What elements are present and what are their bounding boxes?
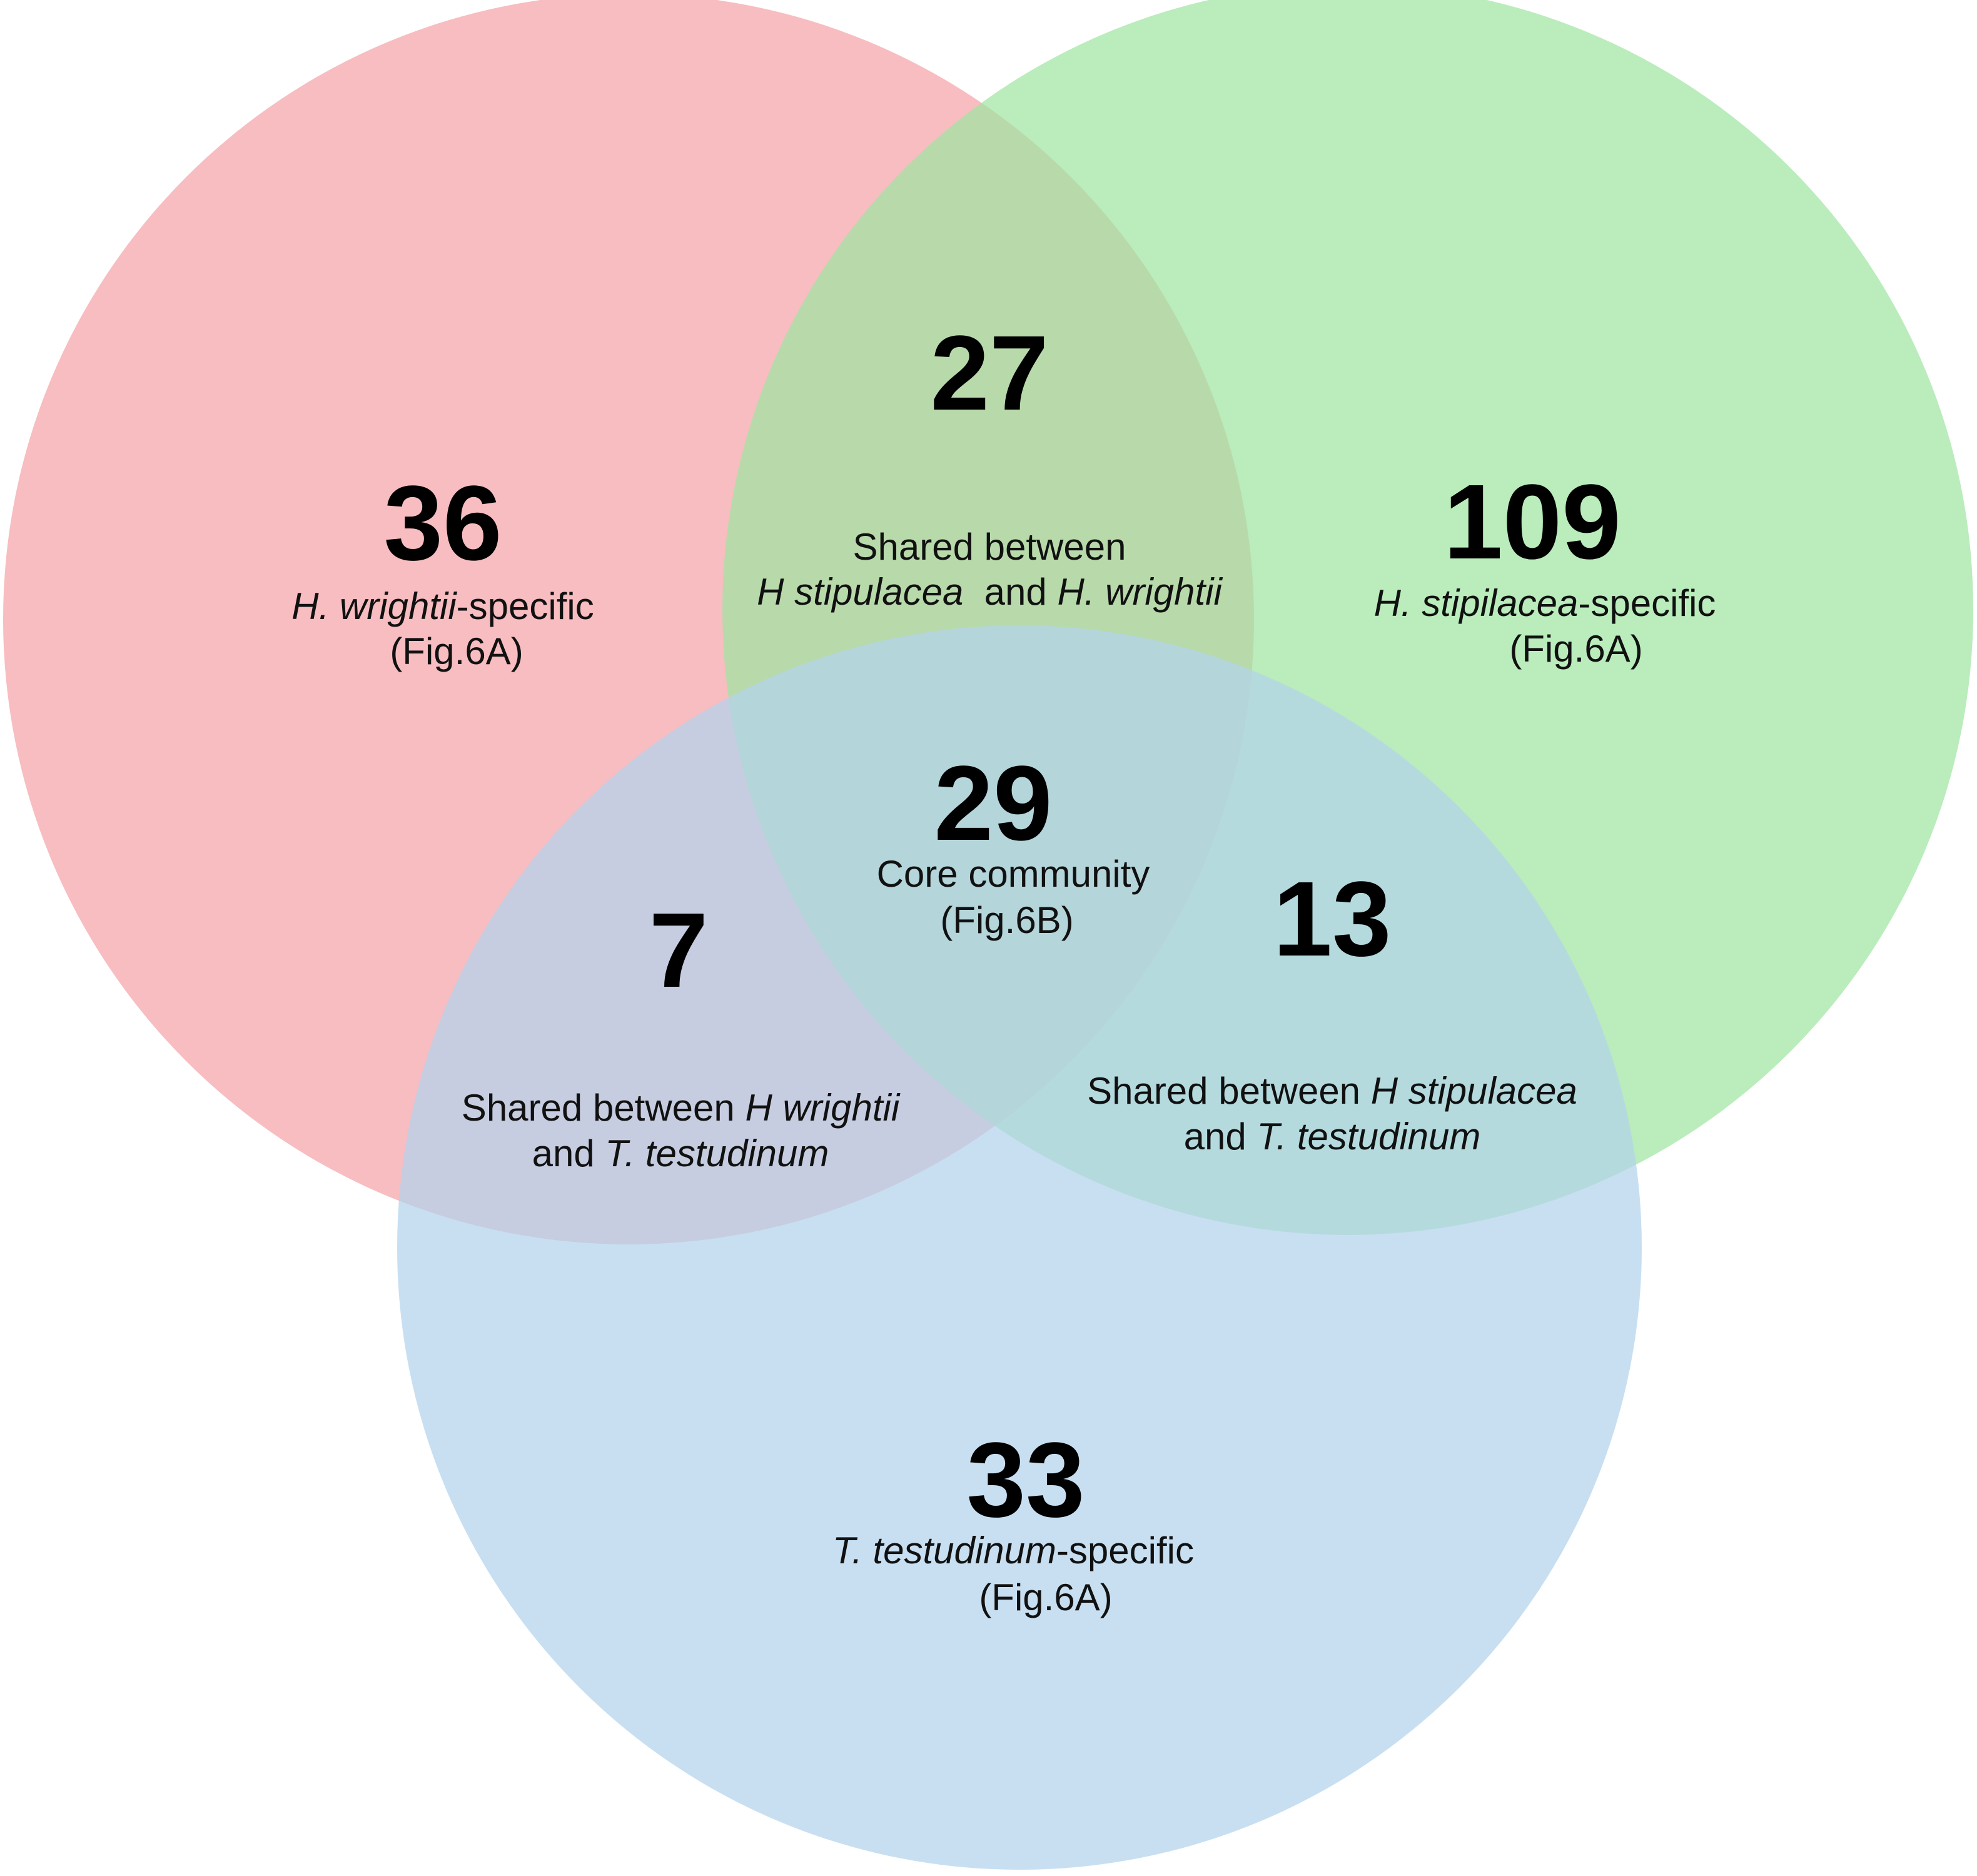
count-core: 29	[934, 744, 1052, 863]
label-segment: (Fig.6A)	[390, 630, 523, 672]
region-h-wrightii-only: 36 H. wrightii-specific (Fig.6A)	[291, 464, 594, 672]
label-core-line2: (Fig.6B)	[940, 899, 1073, 941]
label-segment: (Fig.6A)	[1509, 628, 1642, 670]
region-h-wrightii-h-stipulacea: 27 Shared between H stipulacea and H. wr…	[757, 314, 1223, 613]
region-t-testudinum-only: 33 T. testudinum-specific (Fig.6A)	[832, 1421, 1194, 1618]
circle-t-testudinum	[397, 625, 1642, 1870]
label-h-wrightii-t-testudinum-line1: Shared between H wrightii	[462, 1087, 901, 1129]
label-segment: (Fig.6A)	[979, 1576, 1112, 1618]
label-segment: and	[1184, 1116, 1257, 1157]
label-segment: H. wrightii	[1057, 571, 1223, 613]
label-segment: Core community	[877, 853, 1150, 895]
label-h-wrightii-only-line2: (Fig.6A)	[390, 630, 523, 672]
label-segment: H. wrightii	[291, 585, 457, 627]
region-h-stipulacea-t-testudinum: 13 Shared between H stipulacea and T. te…	[1087, 860, 1577, 1157]
label-h-stipulacea-t-testudinum-line1: Shared between H stipulacea	[1087, 1070, 1577, 1112]
label-segment: T. testudinum	[1256, 1116, 1480, 1157]
region-h-stipulacea-only: 109 H. stipilacea-specific (Fig.6A)	[1374, 463, 1716, 670]
region-core: 29 Core community (Fig.6B)	[877, 744, 1150, 941]
set-circles	[3, 0, 1973, 1870]
label-segment: and	[532, 1132, 605, 1174]
label-h-wrightii-t-testudinum-line2: and T. testudinum	[532, 1132, 829, 1174]
label-segment: H wrightii	[745, 1087, 900, 1129]
label-segment: H stipulacea	[757, 571, 963, 613]
count-t-testudinum-only: 33	[966, 1421, 1085, 1540]
label-segment: T. testudinum	[832, 1530, 1056, 1571]
label-segment: (Fig.6B)	[940, 899, 1073, 941]
count-h-wrightii-only: 36	[383, 464, 502, 583]
label-segment: -specific	[1578, 582, 1716, 624]
count-h-wrightii-t-testudinum: 7	[649, 891, 709, 1010]
label-segment: -specific	[457, 585, 594, 627]
count-h-wrightii-h-stipulacea: 27	[930, 314, 1048, 433]
label-t-testudinum-only-line1: T. testudinum-specific	[832, 1530, 1194, 1571]
label-segment: T. testudinum	[605, 1132, 829, 1174]
label-segment: Shared between	[853, 526, 1126, 568]
label-h-stipulacea-t-testudinum-line2: and T. testudinum	[1184, 1116, 1481, 1157]
label-core-line1: Core community	[877, 853, 1150, 895]
label-segment: and	[963, 571, 1057, 613]
label-h-stipulacea-only-line1: H. stipilacea-specific	[1374, 582, 1716, 624]
label-h-wrightii-only-line1: H. wrightii-specific	[291, 585, 594, 627]
label-h-wrightii-h-stipulacea-line2: H stipulacea and H. wrightii	[757, 571, 1223, 613]
label-t-testudinum-only-line2: (Fig.6A)	[979, 1576, 1112, 1618]
label-segment: Shared between	[1087, 1070, 1371, 1112]
label-segment: -specific	[1056, 1530, 1194, 1571]
count-h-stipulacea-t-testudinum: 13	[1273, 860, 1391, 979]
label-segment: Shared between	[462, 1087, 746, 1129]
region-h-wrightii-t-testudinum: 7 Shared between H wrightii and T. testu…	[462, 891, 901, 1174]
label-h-stipulacea-only-line2: (Fig.6A)	[1509, 628, 1642, 670]
label-h-wrightii-h-stipulacea-line1: Shared between	[853, 526, 1126, 568]
count-h-stipulacea-only: 109	[1444, 463, 1621, 582]
label-segment: H stipulacea	[1371, 1070, 1577, 1112]
label-segment: H. stipilacea	[1374, 582, 1579, 624]
